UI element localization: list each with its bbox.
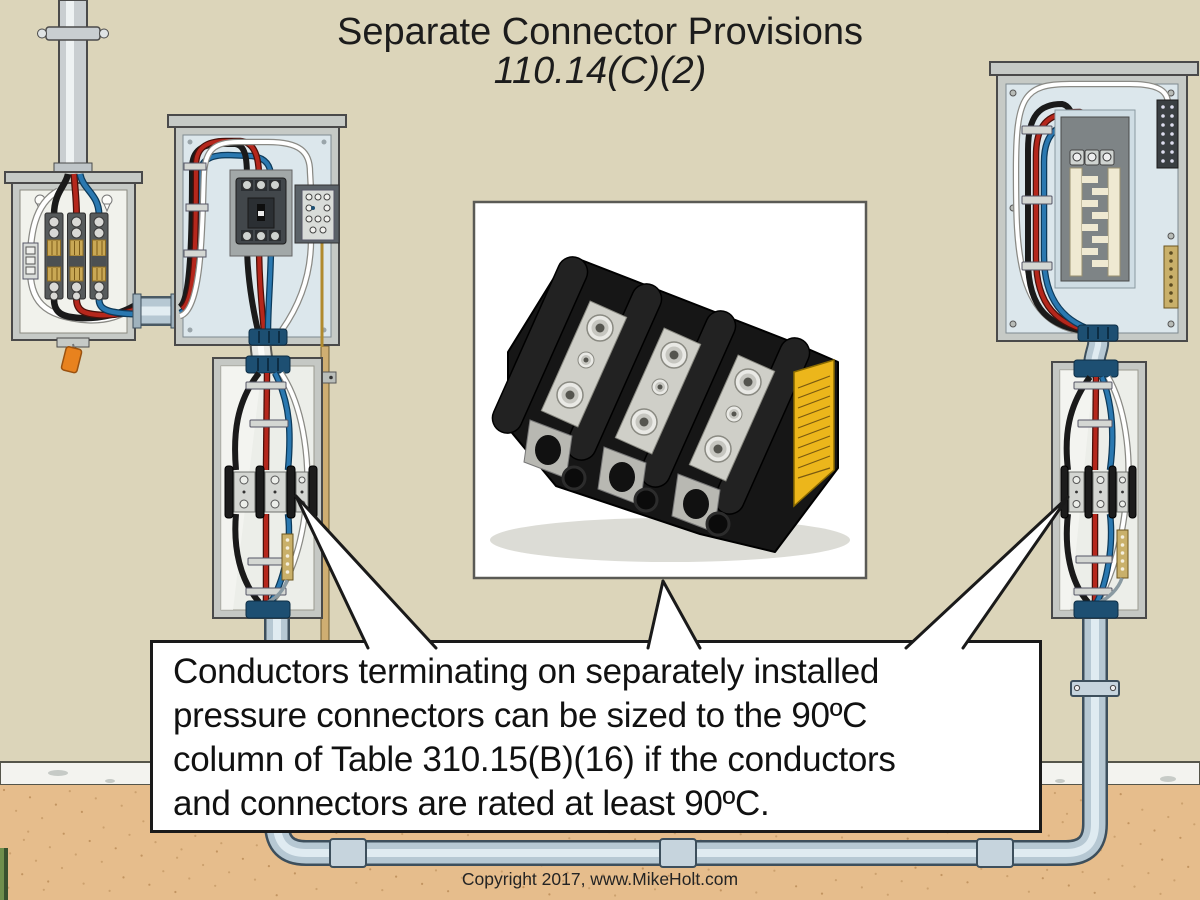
wireway-left bbox=[212, 355, 323, 619]
meter-bus-stabs bbox=[44, 212, 109, 301]
cable-tie bbox=[1073, 381, 1113, 390]
distribution-block-right bbox=[1060, 465, 1137, 519]
grass-edge bbox=[0, 848, 5, 900]
title-line-2: 110.14(C)(2) bbox=[493, 50, 707, 92]
service-mast bbox=[37, 0, 109, 174]
panelboard bbox=[989, 61, 1199, 342]
cable-tie bbox=[185, 203, 209, 212]
panel-neutral-bar bbox=[1156, 99, 1179, 169]
conduit-bushing bbox=[1073, 600, 1119, 619]
panel-ground-bar bbox=[1163, 245, 1179, 309]
cable-tie bbox=[183, 249, 207, 258]
cable-tie bbox=[1021, 261, 1053, 271]
callout-line: pressure connectors can be sized to the … bbox=[173, 696, 868, 735]
cable-tie bbox=[1077, 419, 1113, 428]
service-disconnect bbox=[167, 114, 347, 347]
cable-tie bbox=[247, 557, 287, 566]
cable-tie bbox=[245, 587, 287, 596]
block-lug-screws bbox=[556, 314, 762, 463]
wireway-right bbox=[1051, 359, 1147, 619]
conduit-bushing bbox=[1073, 359, 1119, 378]
cable-tie bbox=[1021, 125, 1053, 135]
block-barrier-fins bbox=[491, 256, 811, 515]
title-line-1: Separate Connector Provisions bbox=[337, 11, 863, 53]
cable-tie bbox=[1073, 587, 1113, 596]
callout-line: and connectors are rated at least 90ºC. bbox=[173, 784, 770, 823]
conduit-strap bbox=[1070, 680, 1120, 697]
copyright-text: Copyright 2017, www.MikeHolt.com bbox=[461, 869, 739, 889]
cable-tie bbox=[245, 381, 287, 390]
slide-title: Separate Connector Provisions 110.14(C)(… bbox=[0, 13, 1200, 91]
callout-box: Conductors terminating on separately ins… bbox=[150, 640, 1042, 833]
cable-tie bbox=[1021, 195, 1053, 205]
warning-label bbox=[793, 358, 835, 508]
meter-socket bbox=[4, 171, 143, 374]
callout-line: column of Table 310.15(B)(16) if the con… bbox=[173, 740, 896, 779]
phase-wire-red bbox=[71, 173, 79, 216]
phase-wire-blue bbox=[77, 173, 102, 216]
bus-bar bbox=[1107, 167, 1121, 277]
conduit-nipple bbox=[132, 293, 180, 329]
distribution-block-left bbox=[224, 465, 318, 519]
conduit-bushing bbox=[245, 600, 291, 619]
cable-tie bbox=[183, 162, 207, 171]
meter-seal-tag bbox=[60, 346, 83, 374]
conduit-coupling bbox=[976, 838, 1014, 868]
circuit-breaker bbox=[229, 169, 293, 257]
neutral-terminal-block bbox=[294, 184, 340, 244]
phase-wire-black bbox=[50, 173, 72, 216]
distribution-block-photo bbox=[472, 200, 868, 580]
cable-tie bbox=[1075, 555, 1113, 564]
underground-conduit bbox=[264, 608, 1120, 868]
cable-tie bbox=[249, 419, 289, 428]
conduit-coupling bbox=[659, 838, 697, 868]
panel-interior bbox=[1054, 109, 1136, 289]
bus-bar bbox=[1069, 167, 1083, 277]
callout-line: Conductors terminating on separately ins… bbox=[173, 652, 880, 691]
conduit-coupling bbox=[329, 838, 367, 868]
